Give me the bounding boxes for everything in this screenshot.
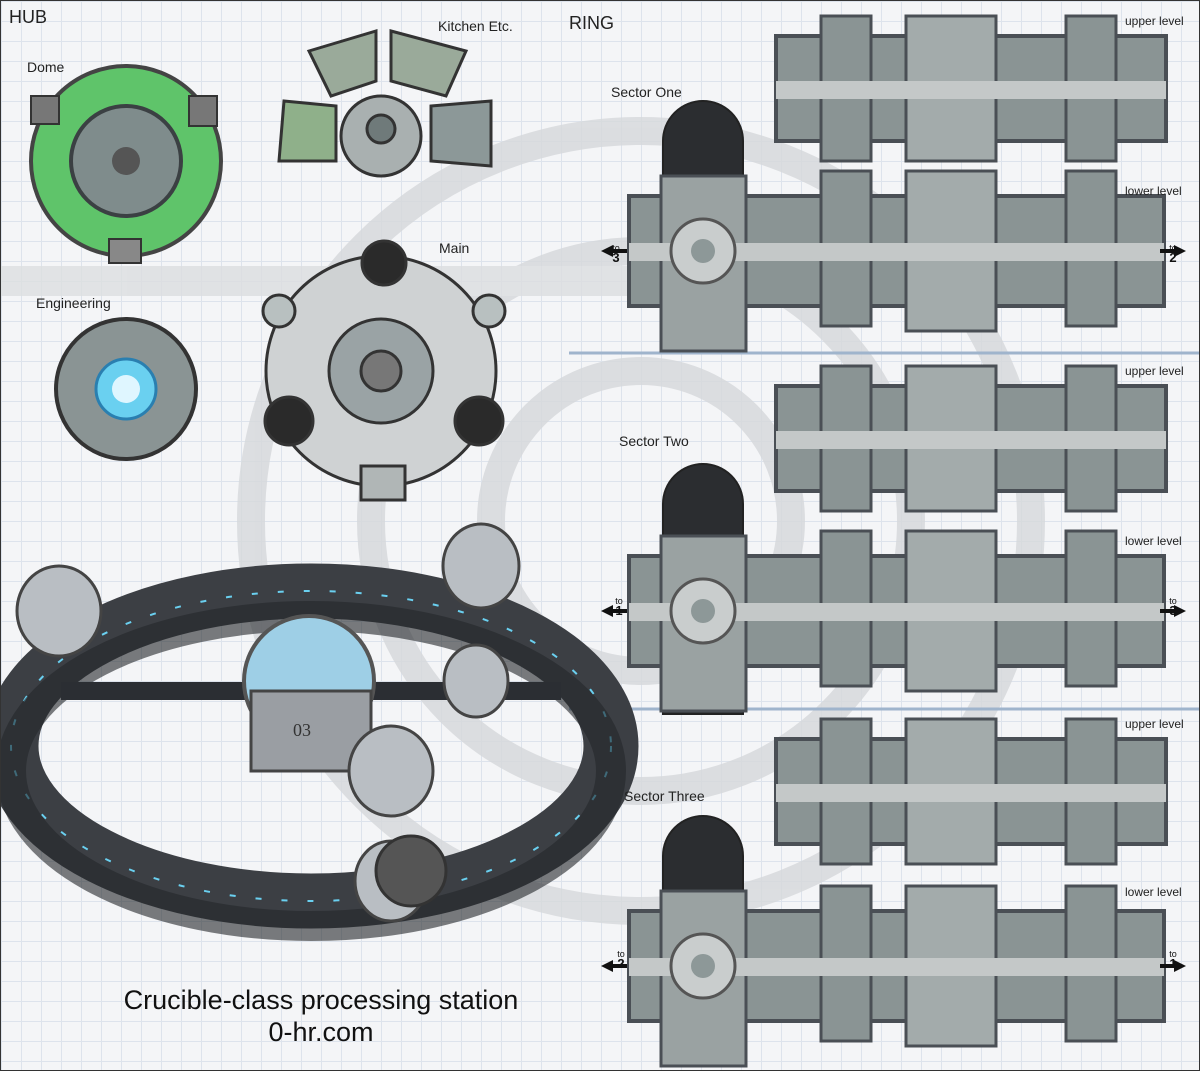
caption-site: 0-hr.com <box>268 1017 374 1047</box>
kitchen-map <box>277 28 493 178</box>
dome-map <box>29 64 223 264</box>
caption-title: Crucible-class processing station <box>123 985 519 1015</box>
sector-2-plans <box>601 364 1186 715</box>
sector-one-lower-label: lower level <box>1125 184 1182 198</box>
hub-heading: HUB <box>9 7 48 27</box>
kitchen-label: Kitchen Etc. <box>438 18 513 34</box>
sector-1-plans <box>601 14 1186 353</box>
station-render: 03 <box>1 522 639 941</box>
sector-two-upper-label: upper level <box>1125 364 1184 378</box>
sector-two-label: Sector Two <box>619 433 689 449</box>
ring-heading: RING <box>569 13 614 33</box>
sector-three-label: Sector Three <box>624 788 705 804</box>
dome-label: Dome <box>27 59 65 75</box>
engineering-label: Engineering <box>36 295 111 311</box>
ring-sectors <box>601 14 1186 1068</box>
engineering-map <box>54 317 198 461</box>
sector-3-plans <box>601 717 1186 1068</box>
sector-one-upper-label: upper level <box>1125 14 1184 28</box>
main-label: Main <box>439 240 470 256</box>
sector-three-lower-label: lower level <box>1125 885 1182 899</box>
sector-one-label: Sector One <box>611 84 682 100</box>
main-hub-map <box>261 239 507 502</box>
station-number: 03 <box>293 720 311 740</box>
sector-three-upper-label: upper level <box>1125 717 1184 731</box>
sector-two-lower-label: lower level <box>1125 534 1182 548</box>
